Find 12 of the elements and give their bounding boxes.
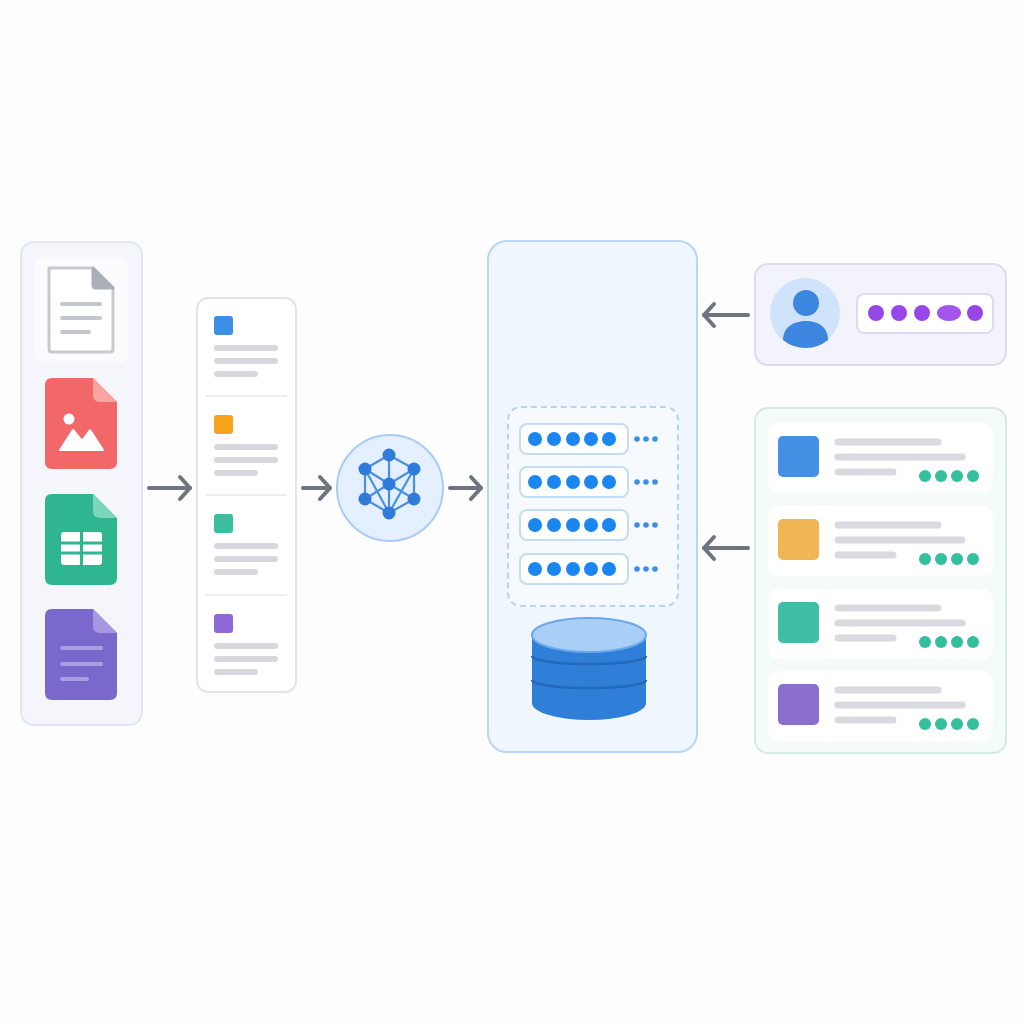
arrow xyxy=(702,535,750,561)
results-panel xyxy=(754,407,1007,754)
vector-index-box xyxy=(507,406,679,607)
arrow xyxy=(147,475,192,501)
arrow xyxy=(702,302,750,328)
file-panel xyxy=(20,241,143,726)
storage-panel xyxy=(487,240,698,753)
database-cylinder xyxy=(530,616,648,722)
query-panel xyxy=(754,263,1007,366)
chunk-list-panel xyxy=(196,297,297,693)
arrow xyxy=(448,475,483,501)
arrow xyxy=(301,475,332,501)
